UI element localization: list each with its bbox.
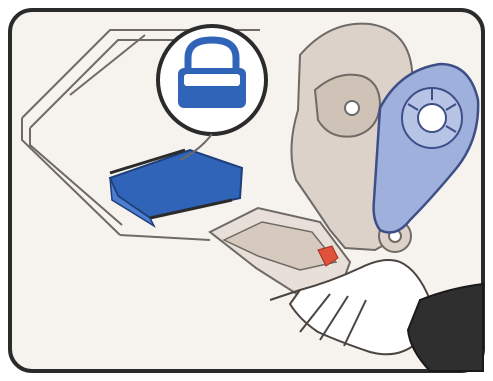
illustration-svg bbox=[0, 0, 493, 381]
illustration-frame bbox=[0, 0, 493, 381]
